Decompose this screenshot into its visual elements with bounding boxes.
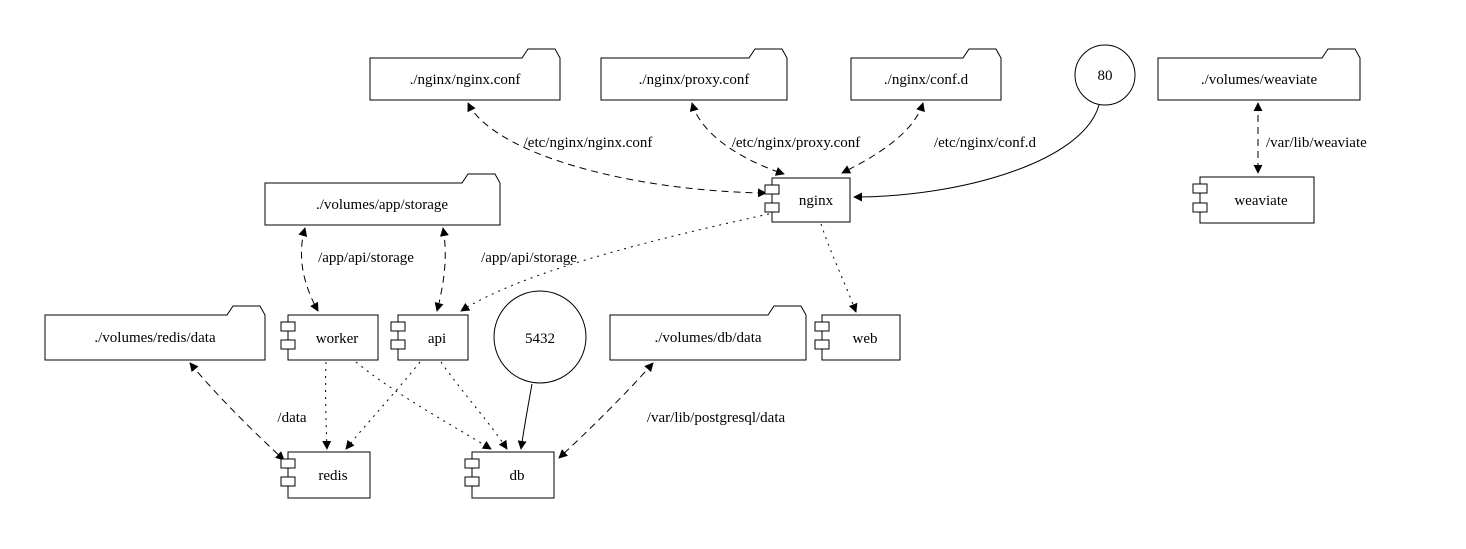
node-nginx-conf-file: ./nginx/nginx.conf	[369, 48, 561, 101]
component-tab-icon	[764, 202, 780, 213]
folder-icon	[1157, 48, 1361, 101]
edge-appstorage-api	[434, 227, 449, 312]
node-label: ./nginx/conf.d	[884, 72, 969, 88]
node-nginx-service: nginx	[764, 177, 851, 223]
component-tab-icon	[280, 321, 296, 332]
node-label: redis	[318, 468, 347, 484]
edge-dbdata-db	[558, 362, 654, 459]
component-body	[287, 314, 379, 361]
node-proxy-conf-file: ./nginx/proxy.conf	[600, 48, 788, 101]
component-body	[397, 314, 469, 361]
node-web-service: web	[814, 314, 901, 361]
folder-icon	[600, 48, 788, 101]
edges	[189, 102, 1263, 461]
edge-label-worker-storage: /app/api/storage	[318, 250, 414, 266]
port-circle	[1074, 44, 1136, 106]
node-label: 80	[1098, 68, 1113, 84]
node-label: ./volumes/redis/data	[94, 330, 216, 346]
component-tab-icon	[1192, 183, 1208, 194]
node-label: 5432	[525, 331, 555, 347]
folder-icon	[44, 305, 266, 361]
component-tab-icon	[280, 458, 296, 469]
node-worker-service: worker	[280, 314, 379, 361]
folder-icon	[850, 48, 1002, 101]
node-port-80: 80	[1074, 44, 1136, 106]
port-circle	[493, 290, 587, 384]
component-tab-icon	[280, 339, 296, 350]
edge-api-db	[440, 361, 508, 450]
component-body	[287, 451, 371, 499]
edge-label-redis-data: /data	[277, 410, 306, 426]
node-label: nginx	[799, 193, 834, 209]
node-api-service: api	[390, 314, 469, 361]
component-tab-icon	[814, 339, 830, 350]
node-db-service: db	[464, 451, 555, 499]
folder-icon	[264, 173, 501, 226]
node-redis-service: redis	[280, 451, 371, 499]
edge-label-db-data: /var/lib/postgresql/data	[647, 410, 786, 426]
node-label: ./nginx/nginx.conf	[410, 72, 521, 88]
edge-label-weaviate-mount: /var/lib/weaviate	[1266, 135, 1367, 151]
component-tab-icon	[764, 184, 780, 195]
node-label: ./volumes/weaviate	[1201, 72, 1318, 88]
edge-worker-db	[355, 361, 492, 450]
edge-labels: /etc/nginx/nginx.conf /etc/nginx/proxy.c…	[277, 135, 1367, 426]
component-tab-icon	[390, 321, 406, 332]
node-label: ./volumes/app/storage	[316, 197, 448, 213]
edge-redisdata-redis	[189, 362, 285, 461]
component-body	[821, 314, 901, 361]
component-tab-icon	[280, 476, 296, 487]
node-label: ./nginx/proxy.conf	[639, 72, 750, 88]
node-label: web	[853, 331, 878, 347]
node-volumes-app-storage: ./volumes/app/storage	[264, 173, 501, 226]
edge-label-nginx-conf: /etc/nginx/nginx.conf	[524, 135, 653, 151]
edge-worker-redis	[322, 361, 332, 450]
node-volumes-db-data: ./volumes/db/data	[609, 305, 807, 361]
folder-icon	[369, 48, 561, 101]
node-label: ./volumes/db/data	[654, 330, 761, 346]
edge-label-api-storage: /app/api/storage	[481, 250, 577, 266]
edge-nginxconf-nginx	[467, 102, 767, 198]
edge-proxyconf-nginx	[689, 102, 785, 176]
node-conf-d-dir: ./nginx/conf.d	[850, 48, 1002, 101]
node-label: api	[428, 331, 446, 347]
edge-appstorage-worker	[298, 227, 319, 312]
edge-label-conf-d: /etc/nginx/conf.d	[934, 135, 1037, 151]
component-tab-icon	[464, 458, 480, 469]
edge-confd-nginx	[841, 102, 925, 174]
component-tab-icon	[390, 339, 406, 350]
component-tab-icon	[464, 476, 480, 487]
edge-api-redis	[345, 361, 421, 450]
edge-port80-nginx	[853, 104, 1100, 202]
node-label: weaviate	[1234, 193, 1288, 209]
component-body	[771, 177, 851, 223]
node-volumes-weaviate: ./volumes/weaviate	[1157, 48, 1361, 101]
node-port-5432: 5432	[493, 290, 587, 384]
component-body	[1199, 176, 1315, 224]
component-tab-icon	[1192, 202, 1208, 213]
component-body	[471, 451, 555, 499]
edge-label-proxy-conf: /etc/nginx/proxy.conf	[732, 135, 861, 151]
node-label: worker	[316, 331, 358, 347]
folder-icon	[609, 305, 807, 361]
edge-nginx-web	[820, 223, 858, 313]
edge-port5432-db	[517, 383, 533, 450]
component-tab-icon	[814, 321, 830, 332]
node-volumes-redis-data: ./volumes/redis/data	[44, 305, 266, 361]
node-weaviate-service: weaviate	[1192, 176, 1315, 224]
node-label: db	[510, 468, 525, 484]
